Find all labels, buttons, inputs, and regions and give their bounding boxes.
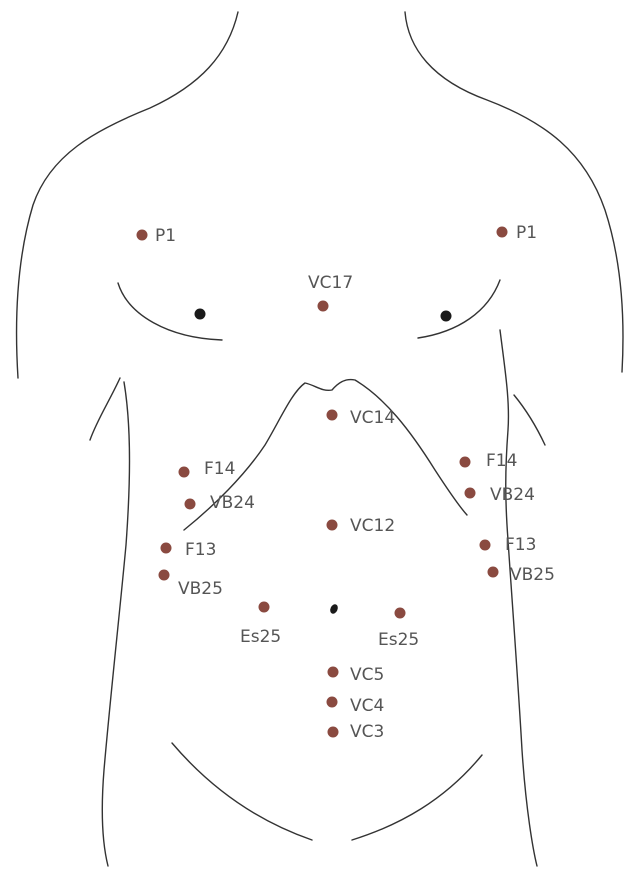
acupoint-marker[interactable] — [137, 230, 148, 241]
acupoint-label: VB25 — [178, 579, 223, 599]
left-arm-line — [90, 378, 120, 440]
right-neck-shoulder-line — [405, 12, 623, 372]
acupoint-marker[interactable] — [328, 667, 339, 678]
acupoint-vb25-right: VB25 — [159, 570, 223, 600]
acupoint-vb25-left: VB25 — [488, 565, 555, 585]
acupoint-vc17: VC17 — [308, 273, 353, 312]
left-nipple — [195, 309, 206, 320]
acupoint-label: VB25 — [510, 565, 555, 585]
acupoint-vc3: VC3 — [328, 722, 385, 742]
acupoint-label: VC3 — [350, 722, 384, 742]
acupoint-marker[interactable] — [159, 570, 170, 581]
left-neck-shoulder-line — [17, 12, 238, 378]
acupoint-f13-right: F13 — [161, 540, 217, 560]
acupoint-label: VC17 — [308, 273, 353, 293]
acupoint-es25-right: Es25 — [240, 602, 281, 648]
acupoint-vb24-left: VB24 — [465, 485, 535, 505]
acupoint-marker[interactable] — [259, 602, 270, 613]
acupoint-marker[interactable] — [328, 727, 339, 738]
acupoint-marker[interactable] — [497, 227, 508, 238]
acupoint-label: F13 — [505, 535, 536, 555]
acupoint-marker[interactable] — [395, 608, 406, 619]
acupoint-es25-left: Es25 — [378, 608, 419, 651]
left-groin-line — [172, 743, 312, 840]
acupoint-label: Es25 — [240, 627, 281, 647]
right-side-line — [500, 330, 537, 866]
acupoint-p1-left: P1 — [497, 223, 538, 243]
acupoint-layer: P1 P1 VC17 VC14 F14 F14 VB24 VB24 — [137, 223, 555, 742]
acupoint-label: F13 — [185, 540, 216, 560]
acupoint-label: F14 — [486, 451, 517, 471]
body-outline — [17, 12, 624, 866]
acupoint-marker[interactable] — [318, 301, 329, 312]
acupoint-marker[interactable] — [185, 499, 196, 510]
acupoint-marker[interactable] — [480, 540, 491, 551]
acupoint-label: VC12 — [350, 516, 395, 536]
acupoint-label: P1 — [155, 226, 176, 246]
acupoint-label: P1 — [516, 223, 537, 243]
acupoint-marker[interactable] — [460, 457, 471, 468]
acupoint-marker[interactable] — [327, 520, 338, 531]
acupoint-p1-right: P1 — [137, 226, 177, 246]
acupoint-vb24-right: VB24 — [185, 493, 255, 513]
acupoint-f13-left: F13 — [480, 535, 537, 555]
navel — [329, 603, 340, 615]
acupoint-f14-right: F14 — [179, 459, 236, 479]
acupoint-marker[interactable] — [488, 567, 499, 578]
acupoint-marker[interactable] — [327, 410, 338, 421]
acupoint-label: VB24 — [490, 485, 535, 505]
right-groin-line — [352, 755, 482, 840]
right-nipple — [441, 311, 452, 322]
right-pectoral-line — [418, 280, 500, 338]
acupoint-label: F14 — [204, 459, 235, 479]
acupoint-label: VC4 — [350, 696, 384, 716]
acupoint-marker[interactable] — [161, 543, 172, 554]
acupoint-label: Es25 — [378, 630, 419, 650]
acupoint-vc14: VC14 — [327, 408, 396, 428]
left-pectoral-line — [118, 283, 222, 340]
acupoint-vc5: VC5 — [328, 665, 385, 685]
right-arm-line — [514, 395, 545, 445]
acupoint-vc12: VC12 — [327, 516, 396, 536]
acupoint-label: VB24 — [210, 493, 255, 513]
acupoint-marker[interactable] — [465, 488, 476, 499]
acupoint-marker[interactable] — [179, 467, 190, 478]
acupoint-marker[interactable] — [327, 697, 338, 708]
acupoint-label: VC14 — [350, 408, 395, 428]
left-side-line — [102, 382, 129, 866]
acupoint-f14-left: F14 — [460, 451, 518, 471]
acupoint-label: VC5 — [350, 665, 384, 685]
acupoint-vc4: VC4 — [327, 696, 385, 716]
